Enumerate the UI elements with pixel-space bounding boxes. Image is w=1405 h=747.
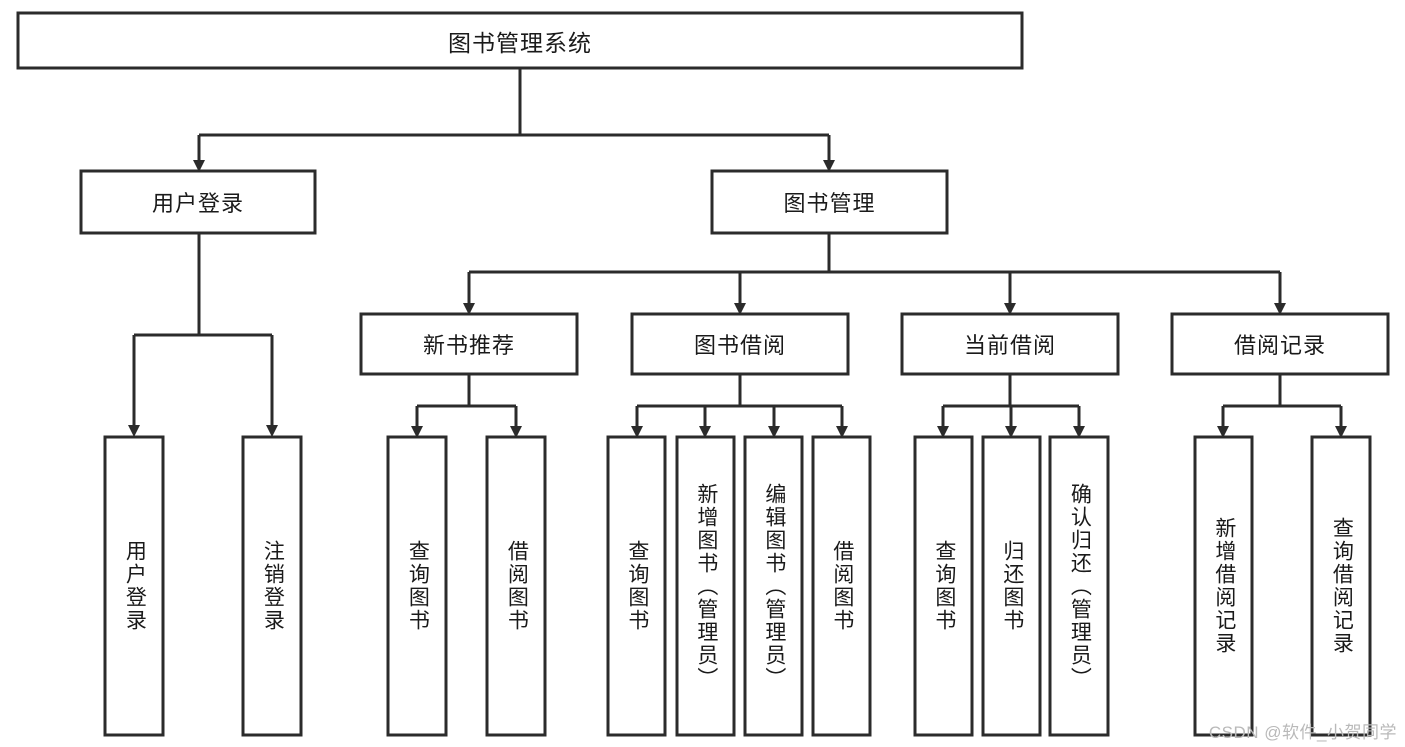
node-current-borrow-box[interactable] [900, 312, 1120, 376]
node-leaf-user-logout-box[interactable] [241, 435, 303, 737]
node-leaf-edit-book-box[interactable] [743, 435, 804, 737]
node-leaf-query-record-box[interactable] [1310, 435, 1372, 737]
node-leaf-return-book-box[interactable] [981, 435, 1042, 737]
node-book-borrow-box[interactable] [630, 312, 850, 376]
node-leaf-add-record-box[interactable] [1193, 435, 1254, 737]
node-leaf-query-book-3-box[interactable] [913, 435, 974, 737]
node-leaf-borrow-book-1-box[interactable] [485, 435, 547, 737]
node-book-management-box[interactable] [710, 169, 949, 235]
node-leaf-user-login-box[interactable] [103, 435, 165, 737]
node-borrow-record-box[interactable] [1170, 312, 1390, 376]
node-leaf-borrow-book-2-box[interactable] [811, 435, 872, 737]
node-leaf-confirm-return-box[interactable] [1048, 435, 1110, 737]
node-leaf-add-book-box[interactable] [675, 435, 736, 737]
node-leaf-query-book-2-box[interactable] [606, 435, 667, 737]
node-root-box[interactable] [16, 11, 1024, 70]
node-user-login-box[interactable] [79, 169, 317, 235]
node-new-book-recommend-box[interactable] [359, 312, 579, 376]
node-leaf-query-book-1-box[interactable] [386, 435, 448, 737]
